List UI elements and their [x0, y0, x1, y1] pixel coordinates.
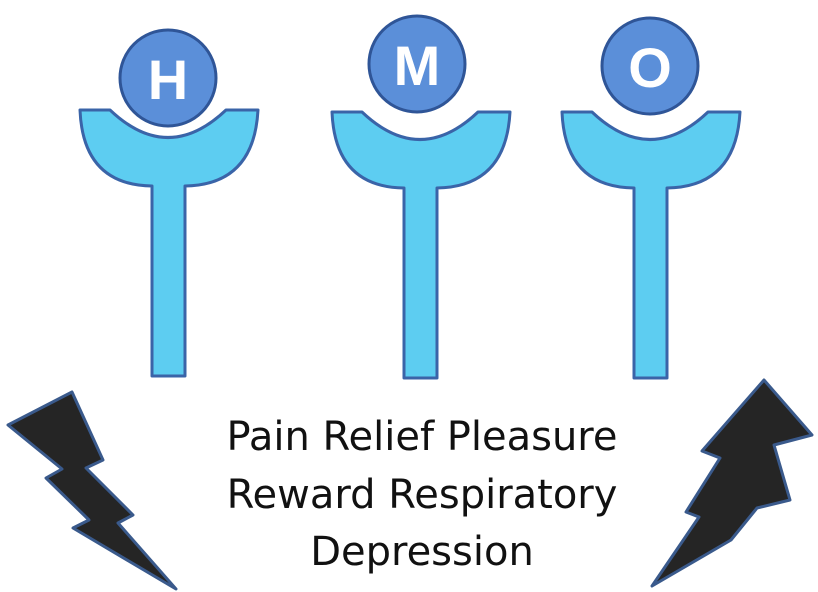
receptor-m: M	[332, 16, 510, 378]
receptor-cup-o	[562, 112, 740, 378]
caption-line-1: Pain Relief Pleasure	[227, 414, 618, 460]
receptor-cup-h	[80, 110, 258, 376]
effects-caption: Pain Relief Pleasure Reward Respiratory …	[227, 414, 618, 575]
receptor-cup-m	[332, 112, 510, 378]
receptor-o: O	[562, 18, 740, 378]
caption-line-2: Reward Respiratory	[227, 472, 618, 518]
lightning-bolt-right-icon	[652, 380, 812, 586]
lightning-bolt-left-icon	[8, 392, 176, 589]
ball-letter-o: O	[628, 36, 672, 99]
ball-letter-h: H	[148, 48, 188, 111]
caption-line-3: Depression	[310, 529, 534, 575]
ball-letter-m: M	[394, 34, 441, 97]
receptor-h: H	[80, 30, 258, 376]
